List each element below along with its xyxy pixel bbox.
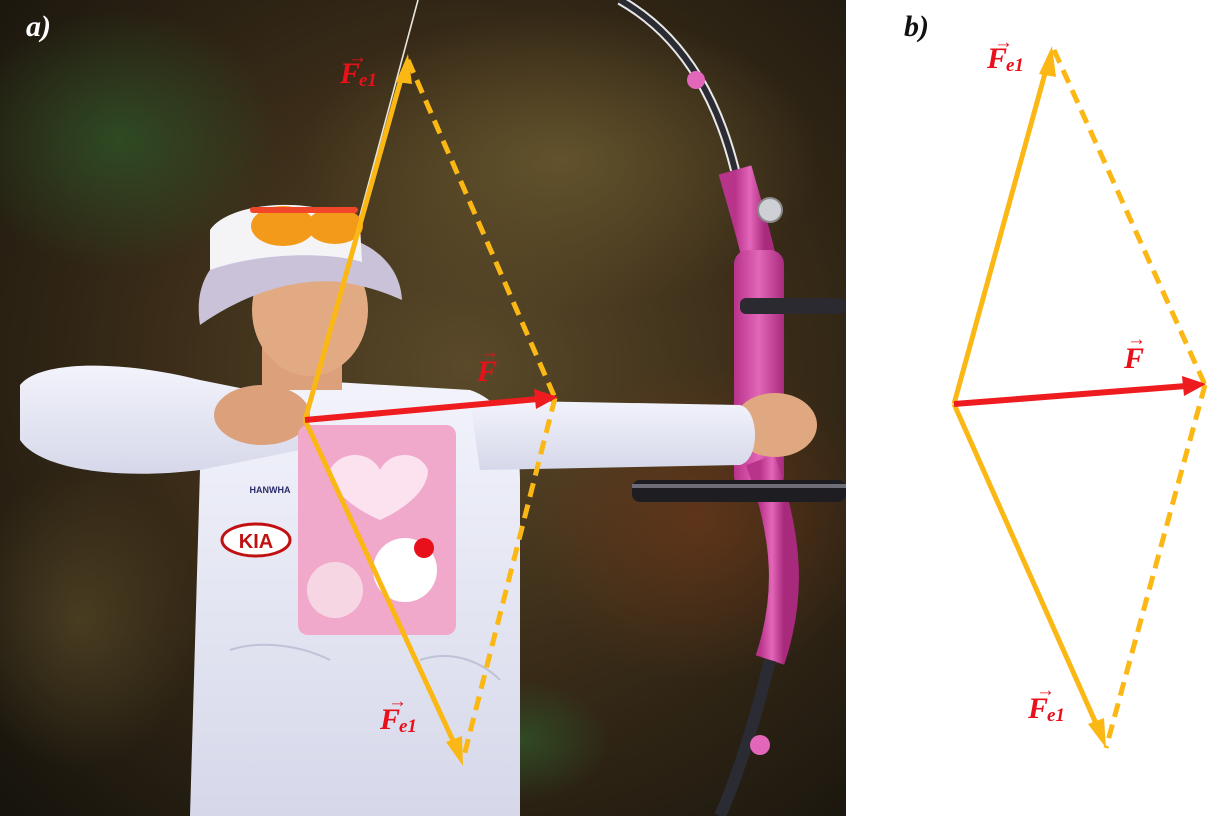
vector-diagram-panel: → F e1 → F → F e1 <box>846 0 1210 816</box>
panel-b-label: b) <box>904 10 929 43</box>
f-resultant-vector <box>304 396 539 423</box>
archer-photo-panel: KIA HANWHA → F e1 <box>0 0 846 816</box>
vector-label-fe1-top: → F e1 <box>339 47 377 91</box>
svg-text:e1: e1 <box>359 70 377 91</box>
svg-text:→: → <box>388 691 407 712</box>
photo-vectors <box>302 54 558 766</box>
svg-text:e1: e1 <box>1006 55 1024 76</box>
svg-text:→: → <box>1036 680 1055 701</box>
dashed-edge-top <box>405 59 558 399</box>
vector-diagram: → F e1 → F → F e1 <box>951 32 1208 749</box>
svg-text:e1: e1 <box>399 716 417 737</box>
svg-text:F: F <box>1123 342 1144 375</box>
diagram-label-f: → F <box>1123 329 1146 375</box>
svg-text:F: F <box>1027 692 1048 725</box>
panel-a-label: a) <box>26 10 51 43</box>
fe1-bottom-vector <box>302 418 458 747</box>
fe1-top-vector <box>302 71 406 421</box>
svg-text:F: F <box>986 42 1007 75</box>
svg-text:F: F <box>339 57 360 90</box>
diagram-dashed-edge-bottom <box>1103 384 1208 749</box>
archer-photo-illustration: KIA HANWHA → F e1 <box>0 0 846 816</box>
diagram-label-fe1-bottom: → F e1 <box>1027 680 1065 726</box>
kia-logo: KIA <box>220 522 292 558</box>
sponsor-logo-text: HANWHA <box>250 485 291 495</box>
diagram-fe1-top-vector <box>951 65 1050 405</box>
svg-text:→: → <box>1127 329 1146 350</box>
svg-text:e1: e1 <box>1047 705 1065 726</box>
diagram-fe1-bottom-vector <box>951 402 1101 730</box>
diagram-label-fe1-top: → F e1 <box>986 32 1024 76</box>
dashed-edge-bottom <box>460 397 558 761</box>
diagram-f-resultant-vector <box>953 383 1187 407</box>
vector-label-fe1-bottom: → F e1 <box>379 691 417 737</box>
vector-label-f: → F <box>476 342 499 388</box>
svg-text:→: → <box>480 342 499 363</box>
svg-text:F: F <box>379 703 400 736</box>
svg-text:→: → <box>348 47 367 68</box>
kia-logo-text: KIA <box>239 531 273 553</box>
svg-text:→: → <box>994 32 1013 53</box>
diagram-dashed-edge-top <box>1051 48 1208 387</box>
svg-text:F: F <box>476 355 497 388</box>
